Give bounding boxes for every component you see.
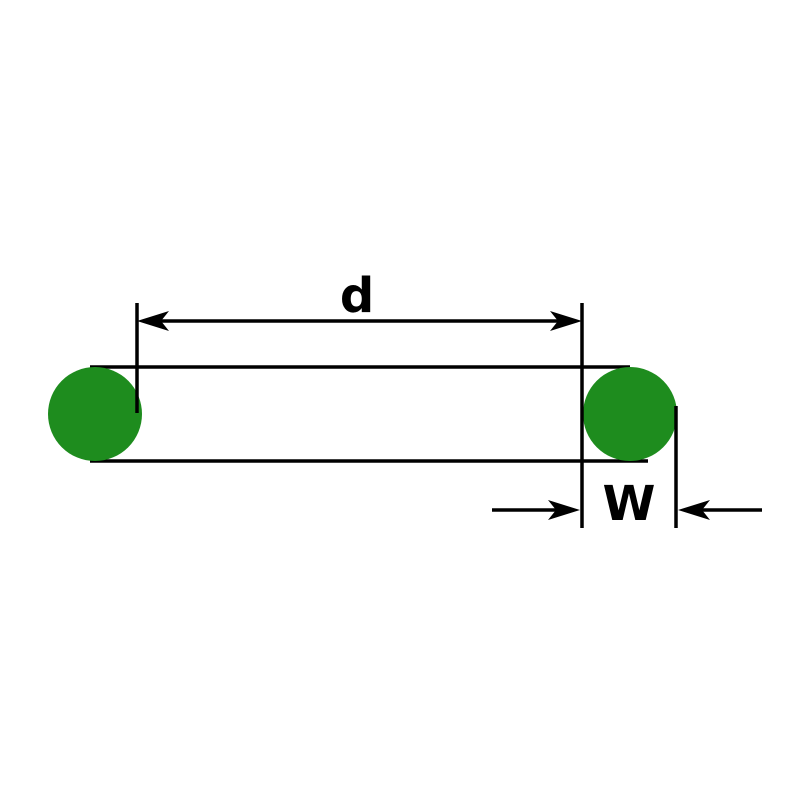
dimension-d-arrowhead-right-icon	[550, 311, 582, 331]
dimension-d-arrowhead-left-icon	[137, 311, 169, 331]
dimension-w-arrowhead-right-icon	[678, 500, 710, 520]
dimension-w-arrowhead-left-icon	[548, 500, 580, 520]
oring-right-cross-section	[583, 367, 677, 461]
oring-left-cross-section	[48, 367, 142, 461]
dimension-d-label: d	[340, 268, 374, 324]
dimension-w-label: W	[603, 476, 656, 532]
